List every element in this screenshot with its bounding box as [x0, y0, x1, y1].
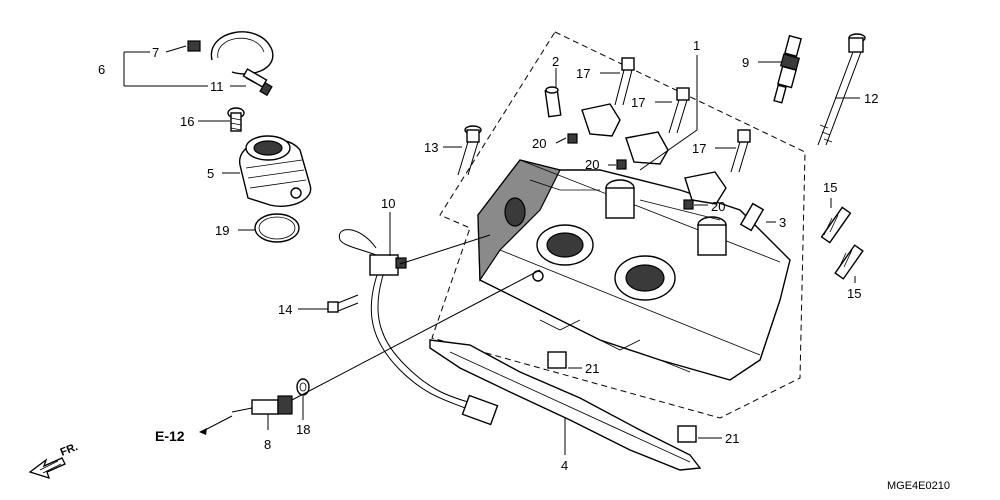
- label-part-6: 6: [98, 62, 105, 77]
- label-part-13: 13: [424, 140, 438, 155]
- cam-holder-a: [581, 103, 621, 137]
- label-part-1: 1: [693, 38, 700, 53]
- drawing-code: MGE4E0210: [887, 480, 950, 492]
- label-part-17-c: 17: [692, 141, 706, 156]
- label-part-21-b: 21: [725, 431, 739, 446]
- dowel-20-a: [567, 133, 578, 144]
- bolt-17-c: [730, 129, 751, 173]
- bolt-17-a: [614, 57, 635, 106]
- label-part-15-upper: 15: [823, 180, 837, 195]
- dowel-20-b: [616, 159, 627, 170]
- label-part-4: 4: [561, 458, 568, 473]
- label-part-20-a: 20: [532, 136, 546, 151]
- bolt-17-b: [668, 87, 690, 134]
- dowel-pin-3: [739, 202, 765, 232]
- stud-15-lower: [834, 244, 864, 280]
- label-part-18: 18: [296, 422, 310, 437]
- label-part-8: 8: [264, 437, 271, 452]
- front-arrow: FR.: [28, 441, 80, 480]
- part-labels: 1 2 3 4 5 6 7 8 9 10 11 12 13 14 15 15 1…: [98, 38, 878, 473]
- label-part-20-c: 20: [711, 199, 725, 214]
- o-ring: [254, 213, 300, 243]
- cylinder-head-gasket: [429, 339, 702, 471]
- collar-21-a: [547, 351, 567, 369]
- front-label: FR.: [59, 441, 80, 459]
- label-part-10: 10: [381, 196, 395, 211]
- label-part-19: 19: [215, 223, 229, 238]
- dowel-20-c: [683, 199, 694, 210]
- label-part-17-a: 17: [576, 66, 590, 81]
- label-part-12: 12: [864, 91, 878, 106]
- cam-holder-b: [625, 131, 669, 165]
- label-part-9: 9: [742, 55, 749, 70]
- label-part-5: 5: [207, 166, 214, 181]
- stud-15-upper: [820, 206, 852, 244]
- label-part-16: 16: [180, 114, 194, 129]
- cam-holder-c: [684, 171, 727, 205]
- label-part-15-lower: 15: [847, 286, 861, 301]
- clamp-nut: [187, 40, 201, 52]
- front-arrow-icon: [28, 457, 66, 480]
- reference-label: E-12: [155, 428, 185, 444]
- label-part-7: 7: [152, 45, 159, 60]
- washer: [296, 378, 310, 396]
- label-part-17-b: 17: [631, 95, 645, 110]
- bolt-16: [227, 107, 245, 132]
- clamp-screw: [242, 68, 273, 97]
- label-part-21-a: 21: [585, 361, 599, 376]
- sensor-8: [231, 395, 293, 415]
- sensor-connector: [461, 394, 499, 426]
- label-part-2: 2: [552, 54, 559, 69]
- cylinder-head: [477, 159, 791, 381]
- clamp-band: [210, 31, 274, 75]
- label-part-11: 11: [210, 79, 224, 94]
- leader-lines: [123, 45, 860, 455]
- label-part-14: 14: [278, 302, 292, 317]
- long-stud: [817, 33, 866, 146]
- insulator: [239, 135, 312, 207]
- bolt-14: [327, 294, 359, 313]
- bolt-13: [457, 125, 482, 176]
- dowel-pin-2: [544, 86, 562, 118]
- label-part-20-b: 20: [585, 157, 599, 172]
- breather-tube: [338, 229, 469, 409]
- collar-21-b: [677, 425, 697, 443]
- spark-plug: [773, 34, 802, 104]
- assembly-outline: [431, 31, 806, 419]
- reference-e12: E-12: [155, 428, 207, 444]
- label-part-3: 3: [779, 215, 786, 230]
